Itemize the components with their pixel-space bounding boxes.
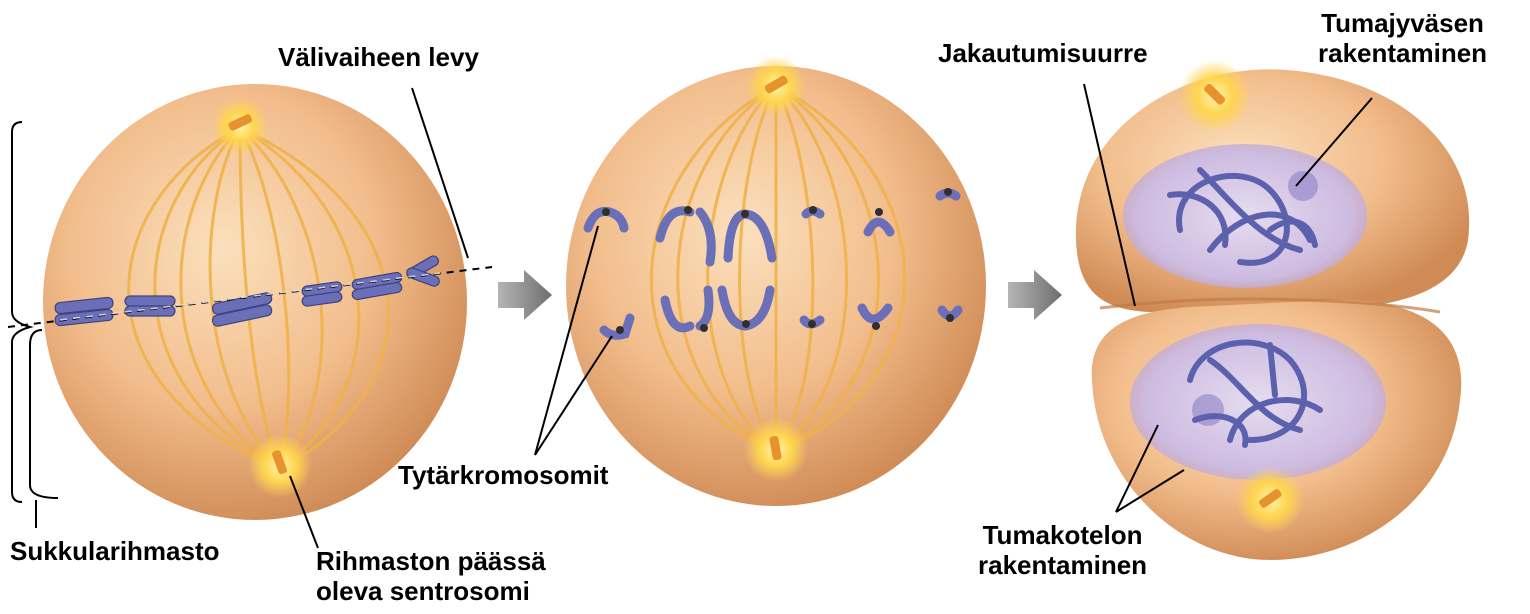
label-text: Välivaiheen levy: [278, 42, 479, 72]
arrow-right-icon: [498, 270, 552, 320]
arrow-right-icon: [1008, 270, 1062, 320]
label-centrosome: Rihmaston päässä oleva sentrosomi: [316, 546, 546, 606]
label-metaphase-plate: Välivaiheen levy: [278, 42, 479, 72]
label-text: Tytärkromosomit: [398, 460, 608, 490]
label-daughter-chromosomes: Tytärkromosomit: [398, 460, 608, 490]
metaphase-cell: [43, 84, 467, 520]
anaphase-cell: [566, 56, 986, 506]
label-text: Jakautumisuurre: [938, 38, 1148, 68]
label-text: Sukkularihmasto: [10, 536, 220, 566]
label-spindle: Sukkularihmasto: [10, 536, 220, 566]
label-text-line-2: rakentaminen: [978, 550, 1147, 580]
label-text-line-2: oleva sentrosomi: [316, 576, 546, 606]
label-text-line-2: rakentaminen: [1318, 38, 1487, 68]
telophase-cell: [1076, 60, 1469, 560]
label-nucleolus: Tumajyväsen rakentaminen: [1318, 8, 1487, 68]
label-nuclear-envelope: Tumakotelon rakentaminen: [978, 520, 1147, 580]
spindle-brace-outer: [12, 122, 30, 502]
nucleolus-top: [1288, 171, 1318, 201]
label-text-line-1: Tumajyväsen: [1318, 8, 1487, 38]
label-text-line-1: Rihmaston päässä: [316, 546, 546, 576]
label-text-line-1: Tumakotelon: [978, 520, 1147, 550]
label-cleavage-furrow: Jakautumisuurre: [938, 38, 1148, 68]
